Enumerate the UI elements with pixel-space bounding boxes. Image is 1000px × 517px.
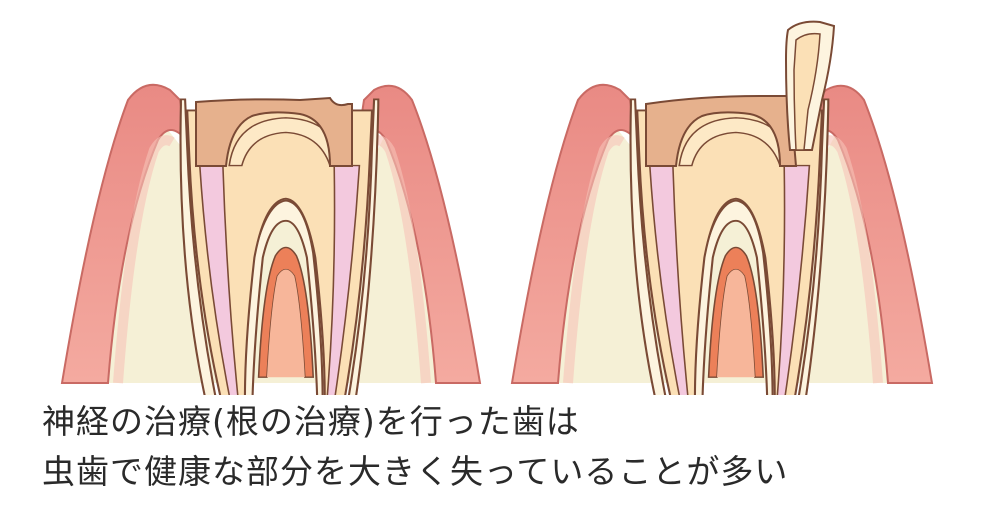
- caption-line-1: 神経の治療(根の治療)を行った歯は: [42, 402, 580, 441]
- left-gum-right: [356, 84, 482, 384]
- caption-line-2: 虫歯で健康な部分を大きく失っていることが多い: [42, 452, 789, 491]
- right-gum-left: [510, 83, 638, 384]
- left-filling: [195, 96, 353, 167]
- left-gum-left: [60, 83, 188, 384]
- tooth-illustration: [60, 20, 934, 395]
- left-tooth-figure: [60, 83, 482, 395]
- right-tooth-figure: [510, 20, 934, 395]
- right-filling: [645, 95, 798, 167]
